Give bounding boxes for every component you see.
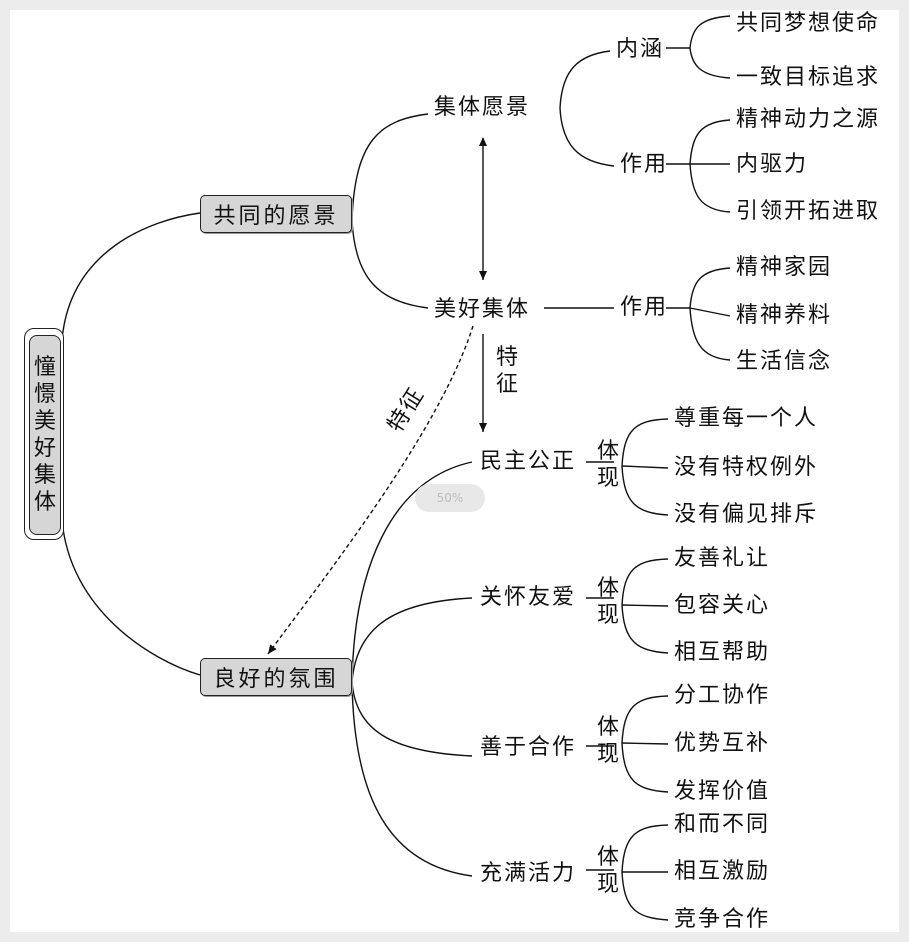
- leaf-democratic-1: 尊重每一个人: [674, 406, 819, 431]
- reflect-label-3: 体现: [596, 715, 619, 767]
- leaf-care-1: 友善礼让: [674, 546, 771, 571]
- mind-map-canvas: 憧憬美好集体 共同的愿景 良好的氛围 集体愿景 美好集体 内涵 作用 作用 共同…: [10, 10, 899, 932]
- branch-good-cooperation[interactable]: 善于合作: [480, 735, 577, 760]
- leaf-connotation-1: 共同梦想使命: [736, 11, 881, 36]
- node-collective-function[interactable]: 作用: [620, 295, 669, 320]
- node-vision-function[interactable]: 作用: [620, 152, 669, 177]
- node-connotation[interactable]: 内涵: [616, 37, 665, 62]
- leaf-democratic-3: 没有偏见排斥: [674, 502, 819, 527]
- leaf-cooperation-3: 发挥价值: [674, 779, 771, 804]
- leaf-collective-function-3: 生活信念: [736, 349, 833, 374]
- leaf-vitality-1: 和而不同: [674, 812, 771, 837]
- node-good-atmosphere[interactable]: 良好的氛围: [200, 658, 352, 696]
- node-good-collective[interactable]: 美好集体: [434, 297, 531, 322]
- leaf-cooperation-2: 优势互补: [674, 731, 771, 756]
- zoom-badge[interactable]: 50%: [415, 484, 485, 512]
- connector-lines: [61, 15, 731, 921]
- node-collective-vision[interactable]: 集体愿景: [434, 95, 531, 120]
- root-node-inner: 憧憬美好集体: [29, 335, 61, 535]
- branch-care-friendship[interactable]: 关怀友爱: [480, 585, 577, 610]
- leaf-connotation-2: 一致目标追求: [736, 65, 881, 90]
- leaf-vision-function-2: 内驱力: [736, 152, 809, 177]
- reflect-label-1: 体现: [596, 439, 619, 491]
- leaf-vitality-3: 竞争合作: [674, 907, 771, 932]
- node-shared-vision[interactable]: 共同的愿景: [200, 195, 352, 233]
- root-node[interactable]: 憧憬美好集体: [24, 328, 64, 540]
- leaf-care-3: 相互帮助: [674, 640, 771, 665]
- feature-label-vertical: 特征: [495, 345, 518, 397]
- branch-full-vitality[interactable]: 充满活力: [480, 861, 577, 886]
- leaf-cooperation-1: 分工协作: [674, 683, 771, 708]
- leaf-vitality-2: 相互激励: [674, 859, 771, 884]
- leaf-collective-function-1: 精神家园: [736, 255, 833, 280]
- leaf-care-2: 包容关心: [674, 593, 771, 618]
- leaf-democratic-2: 没有特权例外: [674, 455, 819, 480]
- reflect-label-2: 体现: [596, 576, 619, 628]
- branch-democratic-fair[interactable]: 民主公正: [480, 449, 577, 474]
- reflect-label-4: 体现: [596, 845, 619, 897]
- leaf-vision-function-1: 精神动力之源: [736, 107, 881, 132]
- leaf-vision-function-3: 引领开拓进取: [736, 199, 881, 224]
- root-label: 憧憬美好集体: [33, 355, 56, 515]
- leaf-collective-function-2: 精神养料: [736, 303, 833, 328]
